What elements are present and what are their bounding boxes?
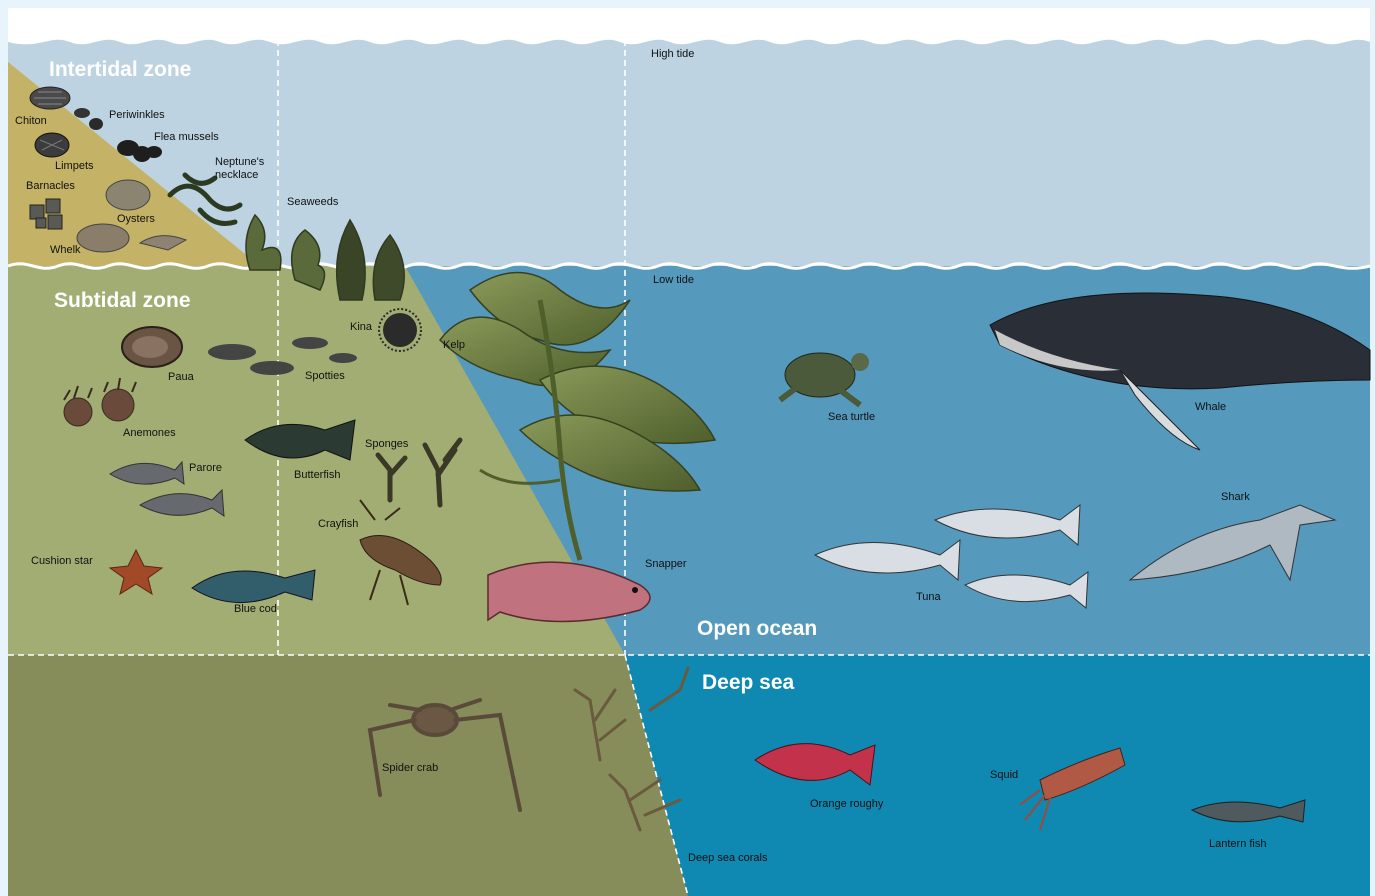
label-seaweeds: Seaweeds bbox=[287, 196, 338, 209]
limpets-illustration bbox=[35, 133, 69, 157]
label-spider-crab: Spider crab bbox=[382, 762, 438, 775]
label-tuna: Tuna bbox=[916, 591, 941, 604]
label-paua: Paua bbox=[168, 371, 194, 384]
label-orange-roughy: Orange roughy bbox=[810, 798, 883, 811]
label-flea-mussels: Flea mussels bbox=[154, 131, 219, 144]
label-squid: Squid bbox=[990, 769, 1018, 782]
high-tide-wave bbox=[8, 8, 1370, 44]
low-tide-label: Low tide bbox=[653, 274, 694, 287]
label-barnacles: Barnacles bbox=[26, 180, 75, 193]
label-whale: Whale bbox=[1195, 401, 1226, 414]
label-anemones: Anemones bbox=[123, 427, 176, 440]
label-crayfish: Crayfish bbox=[318, 518, 358, 531]
deep-sea-floor bbox=[8, 655, 688, 896]
paua-illustration bbox=[122, 327, 182, 367]
label-chiton: Chiton bbox=[15, 115, 47, 128]
label-deep-sea-corals: Deep sea corals bbox=[688, 852, 768, 865]
label-kelp: Kelp bbox=[443, 339, 465, 352]
chiton-illustration bbox=[30, 87, 70, 109]
label-periwinkles: Periwinkles bbox=[109, 109, 165, 122]
label-snapper: Snapper bbox=[645, 558, 687, 571]
label-whelk: Whelk bbox=[50, 244, 81, 257]
label-sea-turtle: Sea turtle bbox=[828, 411, 875, 424]
label-butterfish: Butterfish bbox=[294, 469, 340, 482]
zone-title-open-ocean: Open ocean bbox=[697, 617, 817, 641]
zone-title-intertidal: Intertidal zone bbox=[49, 58, 191, 82]
high-tide-label: High tide bbox=[651, 48, 694, 61]
label-cushion-star: Cushion star bbox=[31, 555, 93, 568]
label-blue-cod: Blue cod bbox=[234, 603, 277, 616]
label-kina: Kina bbox=[350, 321, 372, 334]
zone-title-subtidal: Subtidal zone bbox=[54, 289, 191, 313]
label-oysters: Oysters bbox=[117, 213, 155, 226]
label-lantern-fish: Lantern fish bbox=[1209, 838, 1266, 851]
label-sponges: Sponges bbox=[365, 438, 408, 451]
label-spotties: Spotties bbox=[305, 370, 345, 383]
oysters-illustration bbox=[106, 180, 150, 210]
label-parore: Parore bbox=[189, 462, 222, 475]
label-shark: Shark bbox=[1221, 491, 1250, 504]
label-limpets: Limpets bbox=[55, 160, 94, 173]
label-neptunes-necklace: Neptune's necklace bbox=[215, 156, 264, 182]
zone-title-deep-sea: Deep sea bbox=[702, 671, 794, 695]
